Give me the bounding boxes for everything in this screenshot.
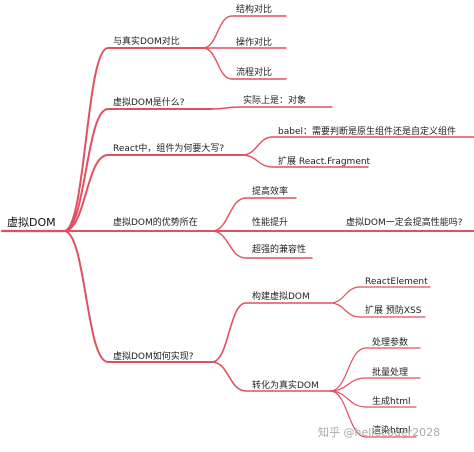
link-adv-compat bbox=[211, 230, 313, 259]
leaf-structure-compare: 结构对比 bbox=[236, 5, 273, 15]
link-what-object bbox=[211, 106, 333, 110]
branch-uppercase-components: React中，组件为何要大写? bbox=[113, 144, 225, 154]
leaf-performance-question: 虚拟DOM一定会提高性能吗? bbox=[346, 218, 463, 228]
leaf-build-vdom: 构建虚拟DOM bbox=[252, 292, 310, 302]
link-root-compare bbox=[63, 47, 204, 232]
leaf-react-fragment: 扩展 React.Fragment bbox=[278, 157, 371, 167]
leaf-process-params: 处理参数 bbox=[372, 338, 409, 348]
leaf-improve-efficiency: 提高效率 bbox=[252, 187, 289, 197]
leaf-actually-object: 实际上是：对象 bbox=[243, 96, 307, 106]
link-real-generate bbox=[329, 390, 417, 408]
leaf-render-html: 渲染html bbox=[372, 426, 411, 436]
watermark: 知乎 @hellocoder2028 bbox=[318, 426, 441, 439]
link-build-xss bbox=[329, 302, 426, 318]
link-root-uppercase bbox=[63, 154, 243, 232]
link-uppercase-babel bbox=[241, 136, 474, 156]
leaf-compatibility: 超强的兼容性 bbox=[252, 245, 307, 255]
leaf-babel-check: babel：需要判断是原生组件还是自定义组件 bbox=[278, 127, 456, 137]
leaf-flow-compare: 流程对比 bbox=[236, 68, 273, 78]
link-impl-real bbox=[211, 361, 331, 392]
mindmap-connectors bbox=[0, 15, 474, 438]
leaf-performance-boost: 性能提升 bbox=[252, 218, 289, 228]
branch-vdom-advantages: 虚拟DOM的优势所在 bbox=[113, 218, 198, 228]
leaf-batch-process: 批量处理 bbox=[372, 368, 409, 378]
leaf-react-element: ReactElement bbox=[365, 277, 428, 287]
link-real-batch bbox=[329, 377, 421, 392]
link-adv-efficiency bbox=[211, 197, 297, 232]
link-real-render bbox=[329, 390, 417, 438]
link-compare-structure bbox=[202, 15, 287, 49]
link-root-what bbox=[63, 108, 213, 232]
link-compare-flow bbox=[202, 47, 287, 80]
leaf-to-real-dom: 转化为真实DOM bbox=[252, 381, 319, 391]
link-root-implement bbox=[63, 230, 213, 363]
root-node: 虚拟DOM bbox=[7, 216, 56, 229]
link-real-params bbox=[329, 347, 421, 392]
leaf-prevent-xss: 扩展 预防XSS bbox=[365, 306, 422, 316]
leaf-generate-html: 生成html bbox=[372, 397, 411, 407]
link-build-reactelement bbox=[329, 286, 431, 304]
link-impl-build bbox=[211, 302, 331, 363]
branch-how-to-implement: 虚拟DOM如何实现? bbox=[113, 352, 194, 362]
branch-compare-real-dom: 与真实DOM对比 bbox=[113, 37, 180, 47]
link-uppercase-fragment bbox=[241, 154, 369, 168]
branch-what-is-vdom: 虚拟DOM是什么? bbox=[113, 98, 185, 108]
leaf-operation-compare: 操作对比 bbox=[236, 38, 273, 48]
